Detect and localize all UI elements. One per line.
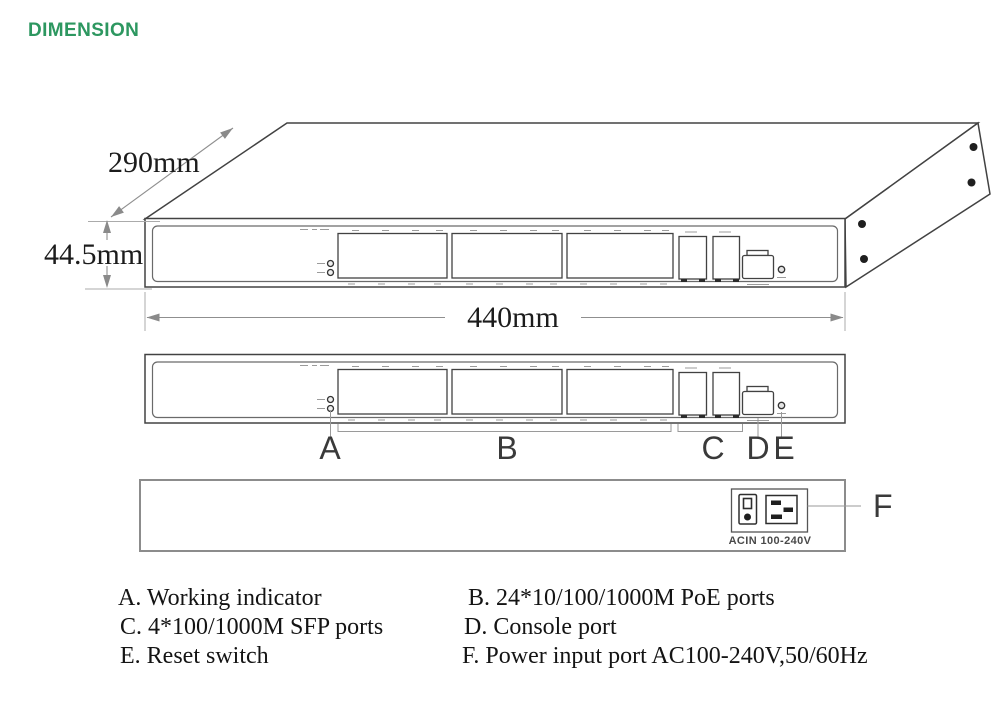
screw-hole (967, 178, 976, 187)
top-face (142, 122, 981, 220)
power-switch-off-mark (742, 497, 753, 510)
legend-item-a: A. Working indicator (118, 585, 322, 611)
height-dimension-label: 44.5mm (44, 238, 143, 271)
screw-hole (969, 143, 978, 151)
callout-d-label: D (746, 430, 769, 466)
switch-3d-view (142, 121, 991, 289)
arrowhead-down-left (111, 206, 124, 217)
front-panel-3d (143, 217, 847, 289)
height-dimension: 44.5mm (44, 220, 152, 290)
callout-c-label: C (701, 430, 724, 466)
depth-dimension: 290mm (88, 127, 234, 222)
rear-power-label: ACIN 100-240V (729, 535, 812, 547)
screw-hole (858, 220, 866, 228)
width-dimension: 440mm (144, 292, 846, 334)
leader-bracket-c (677, 423, 743, 432)
depth-dimension-label: 290mm (108, 146, 200, 179)
arrowhead-right (830, 313, 844, 322)
legend: A. Working indicator B. 24*10/100/1000M … (118, 585, 868, 669)
callout-e-label: E (773, 430, 794, 466)
page-title: DIMENSION (28, 20, 139, 41)
legend-item-b: B. 24*10/100/1000M PoE ports (468, 585, 775, 611)
inlet-slot (783, 507, 793, 512)
legend-item-c: C. 4*100/1000M SFP ports (120, 614, 383, 640)
callout-a-label: A (319, 430, 341, 466)
callout-f-label: F (873, 488, 893, 524)
arrowhead-up-right (220, 128, 233, 139)
legend-item-d: D. Console port (464, 614, 617, 640)
callout-leaders (330, 410, 782, 437)
switch-rear-view: ACIN 100-240V F (139, 479, 893, 552)
power-switch-on-mark (744, 513, 751, 521)
callout-b-label: B (496, 430, 517, 466)
legend-item-f: F. Power input port AC100-240V,50/60Hz (462, 643, 868, 669)
rear-panel-outline (139, 479, 846, 552)
arrowhead-down (103, 275, 111, 288)
arrowhead-up (103, 220, 111, 233)
legend-item-e: E. Reset switch (120, 643, 269, 669)
switch-front-view (143, 353, 847, 425)
leader-bracket-b (337, 423, 672, 432)
inlet-slot (771, 514, 782, 519)
arrowhead-left (146, 313, 160, 322)
screw-hole (860, 255, 868, 263)
inlet-slot (771, 500, 781, 505)
width-dimension-label: 440mm (467, 301, 559, 334)
dimension-arrow-line (110, 127, 234, 218)
